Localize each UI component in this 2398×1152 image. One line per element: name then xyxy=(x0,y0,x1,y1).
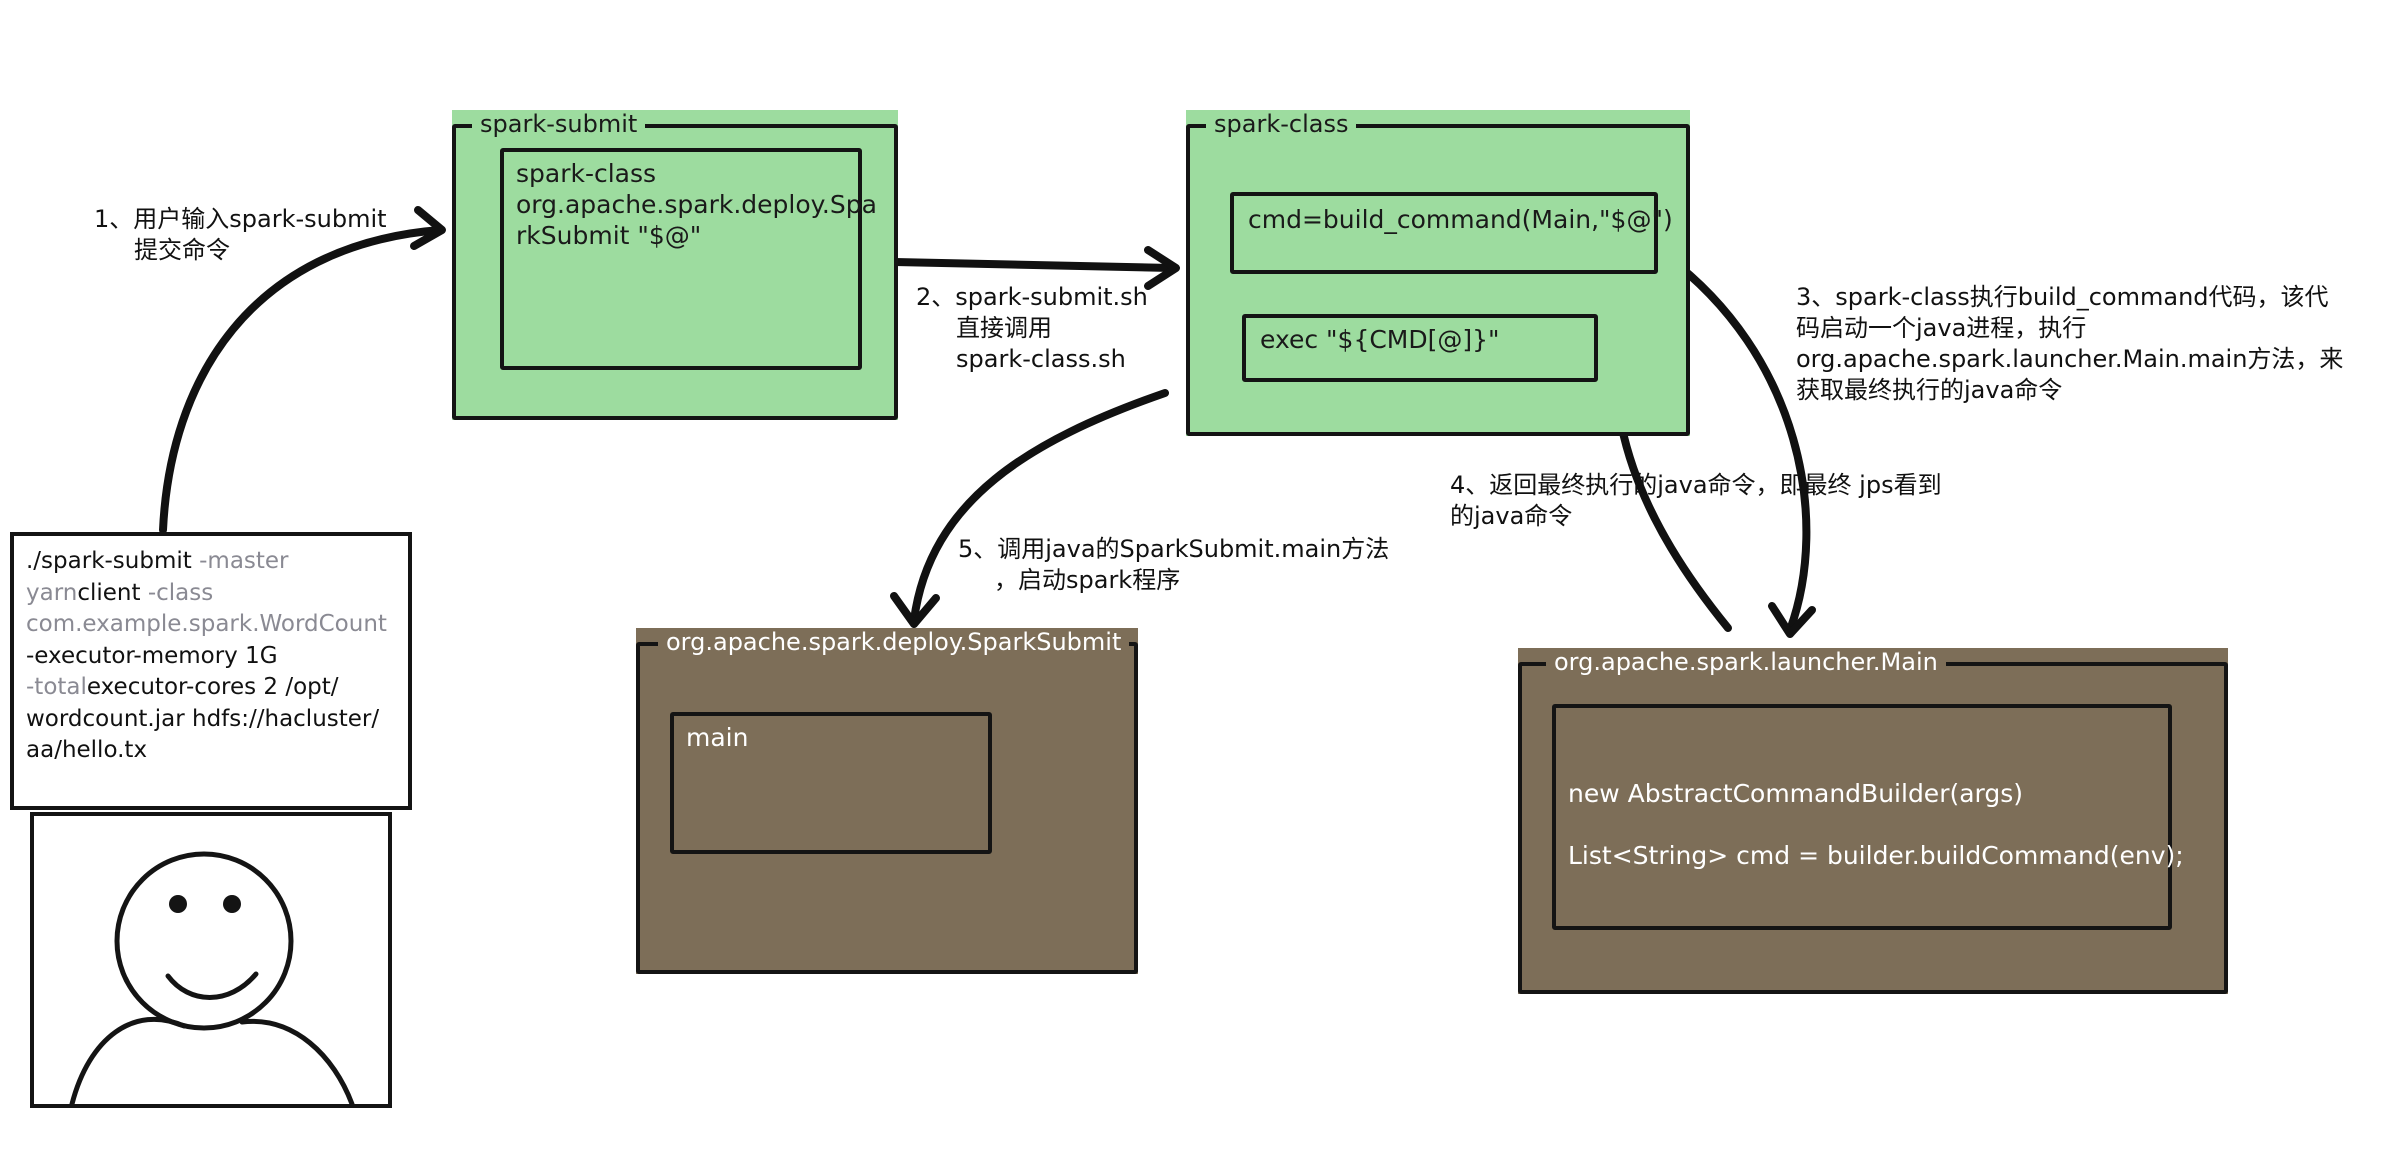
build-command-frame xyxy=(1230,192,1658,274)
exec-frame xyxy=(1242,314,1598,382)
step-4-line: 的java命令 xyxy=(1450,502,1573,530)
arrow-class-to-deploy-head xyxy=(890,592,940,628)
spark-class-title: spark-class xyxy=(1206,110,1357,138)
arrow-submit-to-class-head xyxy=(1144,246,1180,290)
step-4-line: 4、返回最终执行的java命令，即最终 jps看到 xyxy=(1450,471,1942,499)
step-3-line: 获取最终执行的java命令 xyxy=(1796,376,2063,404)
step-1-label: 1、用户输入spark-submit 提交命令 xyxy=(94,204,387,266)
step-5-line: ，启动spark程序 xyxy=(994,566,1181,594)
cmd-part: wordcount.jar hdfs://hacluster/ xyxy=(26,705,380,732)
cmd-part: -class xyxy=(147,579,214,606)
launcher-main-panel: org.apache.spark.launcher.Main new Abstr… xyxy=(1518,648,2228,994)
cmd-part: aa/hello.tx xyxy=(26,737,148,763)
step-2-line: 直接调用 xyxy=(956,314,1052,342)
launcher-main-title: org.apache.spark.launcher.Main xyxy=(1546,648,1946,676)
step-5-label: 5、调用java的SparkSubmit.main方法 ，启动spark程序 xyxy=(958,534,1389,596)
launcher-main-inner-frame xyxy=(1552,704,2172,930)
build-command-line: List<String> cmd = builder.buildCommand(… xyxy=(1568,841,2184,870)
spark-submit-panel: spark-submit spark-class org.apache.spar… xyxy=(452,110,898,420)
deploy-sparksubmit-title: org.apache.spark.deploy.SparkSubmit xyxy=(658,628,1130,656)
cmd-part: ./spark-submit xyxy=(26,548,200,574)
step-2-line: spark-class.sh xyxy=(956,345,1126,373)
step-4-label: 4、返回最终执行的java命令，即最终 jps看到 的java命令 xyxy=(1450,470,1942,532)
cmd-part: client xyxy=(77,579,148,606)
step-5-line: 5、调用java的SparkSubmit.main方法 xyxy=(958,535,1390,563)
main-method-label: main xyxy=(686,723,749,752)
user-figure-svg xyxy=(69,851,355,1104)
build-command-code: cmd=build_command(Main,"$@") xyxy=(1248,205,1673,234)
cmd-part: -master xyxy=(199,548,289,574)
arrow-user-to-spark-submit-head xyxy=(410,206,446,250)
cmd-part: executor-cores 2 /opt/ xyxy=(86,674,339,700)
arrow-submit-to-class xyxy=(891,258,1176,272)
main-method-frame xyxy=(670,712,992,854)
step-3-line: 码启动一个java进程，执行 xyxy=(1796,314,2087,342)
arrow-class-to-launcher-head xyxy=(1768,602,1816,638)
arrow-class-to-deploy xyxy=(910,389,1169,624)
code-line: org.apache.spark.deploy.Spa xyxy=(516,190,877,219)
step-3-line: 3、spark-class执行build_command代码，该代 xyxy=(1796,283,2329,311)
step-2-line: 2、spark-submit.sh xyxy=(916,283,1148,311)
step-3-line: org.apache.spark.launcher.Main.main方法，来 xyxy=(1796,345,2344,373)
exec-code: exec "${CMD[@]}" xyxy=(1260,325,1500,354)
arrow-user-to-spark-submit xyxy=(159,226,444,534)
arrow-class-to-launcher xyxy=(1661,251,1811,634)
step-2-label: 2、spark-submit.sh 直接调用 spark-class.sh xyxy=(916,282,1148,375)
smiley-face-user-icon xyxy=(30,812,392,1108)
spark-submit-title: spark-submit xyxy=(472,110,646,138)
step-1-line: 1、用户输入spark-submit xyxy=(94,205,387,233)
spark-submit-inner-frame xyxy=(500,148,862,370)
spark-class-outer-frame xyxy=(1186,124,1690,436)
cmd-part: -executor-memory 1G xyxy=(26,642,278,669)
code-line: rkSubmit "$@" xyxy=(516,221,702,250)
cmd-part: -total xyxy=(26,674,87,700)
cmd-part: yarn xyxy=(26,579,78,606)
code-line: spark-class xyxy=(516,159,657,188)
abstract-command-builder-line: new AbstractCommandBuilder(args) xyxy=(1568,779,2024,808)
user-command-box: ./spark-submit -master yarnclient -class… xyxy=(10,532,412,810)
spark-submit-outer-frame xyxy=(452,124,898,420)
cmd-part: com.example.spark.WordCount xyxy=(26,611,387,637)
spark-submit-code: spark-class org.apache.spark.deploy.Spa … xyxy=(516,158,877,251)
step-1-line: 提交命令 xyxy=(134,236,230,264)
deploy-sparksubmit-panel: org.apache.spark.deploy.SparkSubmit main xyxy=(636,628,1138,974)
step-3-label: 3、spark-class执行build_command代码，该代 码启动一个j… xyxy=(1796,282,2343,406)
spark-class-panel: spark-class cmd=build_command(Main,"$@")… xyxy=(1186,110,1690,436)
